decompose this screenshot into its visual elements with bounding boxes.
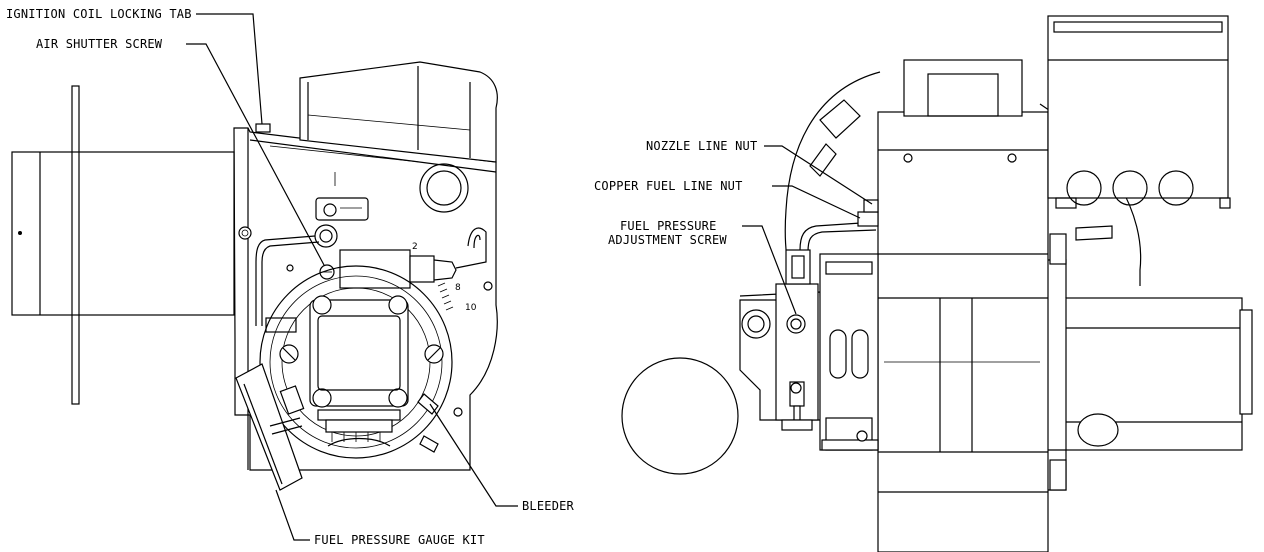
burner-housing [233, 127, 498, 471]
blower-housing [259, 265, 453, 459]
copper-fuel-line-nut [857, 211, 879, 227]
label-fuel-pressure-gauge-kit: FUEL PRESSURE GAUGE KIT [314, 533, 485, 547]
fuel-pressure-gauge-kit [235, 363, 303, 491]
label-fuel-pressure-line2: ADJUSTMENT SCREW [608, 233, 727, 247]
left-view-burner: 2 8 10 [11, 61, 498, 491]
label-bleeder: BLEEDER [522, 499, 575, 513]
ignition-transformer [299, 61, 498, 163]
main-housing [877, 111, 1049, 552]
fuel-pump [309, 299, 409, 407]
capacitor [1077, 413, 1119, 447]
fuel-pressure-adjustment-screw [786, 314, 806, 334]
dial-mark-2: 2 [412, 242, 418, 252]
nozzle-fitting [314, 224, 338, 248]
label-copper-fuel-line-nut: COPPER FUEL LINE NUT [594, 179, 743, 193]
control-box [1047, 15, 1229, 199]
flange-disk [621, 357, 739, 475]
mounting-flange [71, 85, 80, 405]
oil-line [255, 235, 320, 326]
nozzle-line-nut [863, 199, 879, 213]
right-view-burner [621, 15, 1253, 552]
air-tube [11, 151, 235, 316]
inspection-port [419, 163, 469, 213]
right-view-callouts: NOZZLE LINE NUT COPPER FUEL LINE NUT FUE… [594, 139, 873, 315]
dial-mark-8: 8 [455, 283, 461, 293]
air-shutter-plate [315, 197, 369, 221]
label-ignition-coil-locking-tab: IGNITION COIL LOCKING TAB [6, 7, 192, 21]
label-nozzle-line-nut: NOZZLE LINE NUT [646, 139, 757, 153]
dial-mark-10: 10 [465, 303, 477, 313]
label-fuel-pressure-line1: FUEL PRESSURE [620, 219, 717, 233]
ignition-coil-locking-tab [255, 123, 271, 133]
left-view-callouts: IGNITION COIL LOCKING TAB AIR SHUTTER SC… [6, 7, 575, 547]
pump-port [747, 315, 765, 333]
label-air-shutter-screw: AIR SHUTTER SCREW [36, 37, 163, 51]
air-scale [437, 282, 454, 311]
solenoid-valve [339, 249, 411, 289]
